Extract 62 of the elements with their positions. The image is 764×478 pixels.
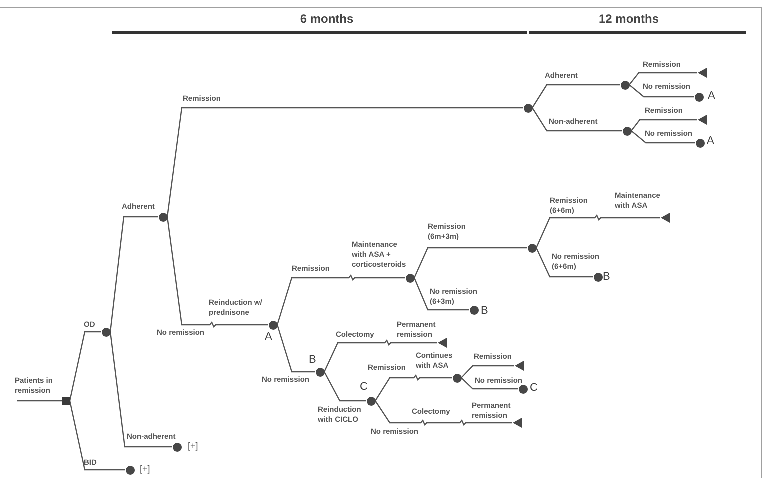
tree-branch [276, 324, 316, 373]
tree-branch [69, 400, 126, 471]
chance-node [172, 442, 182, 452]
chance-node [268, 320, 278, 330]
tree-branch [629, 72, 698, 86]
chance-node [524, 104, 532, 112]
tree-branch [629, 84, 694, 98]
node-letter: B [309, 354, 316, 367]
chance-node [620, 80, 630, 90]
tree-branch [461, 365, 514, 378]
node-letter: B [481, 305, 488, 318]
chance-node [102, 328, 110, 336]
tree-branch [166, 216, 268, 328]
chance-node [696, 138, 704, 148]
tree-branch [414, 278, 470, 311]
terminal-triangle [660, 213, 670, 223]
tree-branch [17, 400, 62, 402]
tree-branch [110, 216, 158, 332]
node-tag: [+] [188, 441, 198, 452]
chance-node [316, 368, 324, 376]
tree-branch [461, 378, 518, 390]
chance-node [470, 306, 478, 314]
chance-node [126, 466, 134, 474]
tree-branch [631, 119, 698, 132]
chance-node [406, 274, 414, 282]
tree-branch [375, 400, 512, 426]
tree-branch [166, 107, 524, 218]
terminal-triangle [512, 418, 522, 428]
chance-node [528, 244, 536, 252]
node-letter: C [530, 382, 538, 395]
chance-node [366, 396, 376, 406]
node-tag: [+] [140, 464, 150, 475]
chance-node [518, 384, 528, 394]
tree-branch [276, 274, 406, 326]
tree-branch [324, 339, 438, 372]
chance-node [622, 126, 632, 136]
chance-node [158, 212, 168, 222]
terminal-triangle [438, 338, 446, 348]
decision-node [62, 397, 70, 405]
node-letter: B [603, 271, 610, 284]
terminal-triangle [698, 115, 706, 125]
node-letter: C [360, 381, 368, 394]
chance-node [694, 92, 704, 102]
period-heading: 6 months [299, 12, 355, 27]
chance-node [594, 272, 602, 282]
terminal-triangle [514, 361, 524, 371]
period-heading: 12 months [598, 12, 660, 27]
tree-branch [532, 84, 620, 108]
tree-branch [631, 130, 696, 144]
terminal-triangle [698, 68, 706, 78]
node-letter: A [707, 135, 714, 148]
tree-branch [324, 372, 366, 402]
tree-branch [532, 108, 622, 132]
chance-node [452, 374, 462, 382]
tree-branch [110, 332, 172, 448]
tree-branch [414, 247, 528, 278]
node-letter: A [708, 90, 716, 103]
node-letter: A [265, 331, 272, 344]
tree-branch [536, 248, 594, 278]
tree-branch [536, 214, 660, 248]
tree-branch [375, 374, 452, 402]
tree-branch [69, 331, 102, 402]
